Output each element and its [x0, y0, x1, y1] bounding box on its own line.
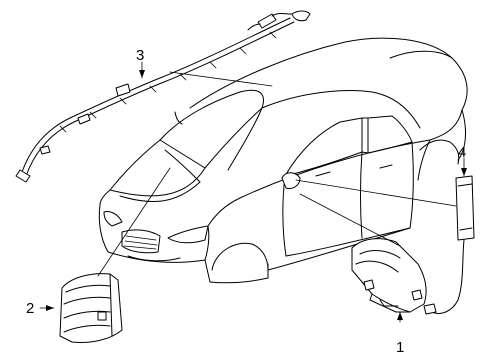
callout-3: 3 — [136, 47, 144, 64]
sensor-module-part — [423, 175, 475, 315]
vehicle-body-outline — [98, 37, 468, 284]
curtain-airbag-part — [15, 10, 311, 183]
callout-1: 1 — [396, 339, 404, 356]
seat-airbag-part — [351, 238, 427, 313]
callout-2: 2 — [26, 300, 34, 317]
leader-lines — [39, 61, 467, 323]
callout-4: 4 — [458, 144, 466, 161]
passenger-airbag-part — [59, 273, 123, 343]
